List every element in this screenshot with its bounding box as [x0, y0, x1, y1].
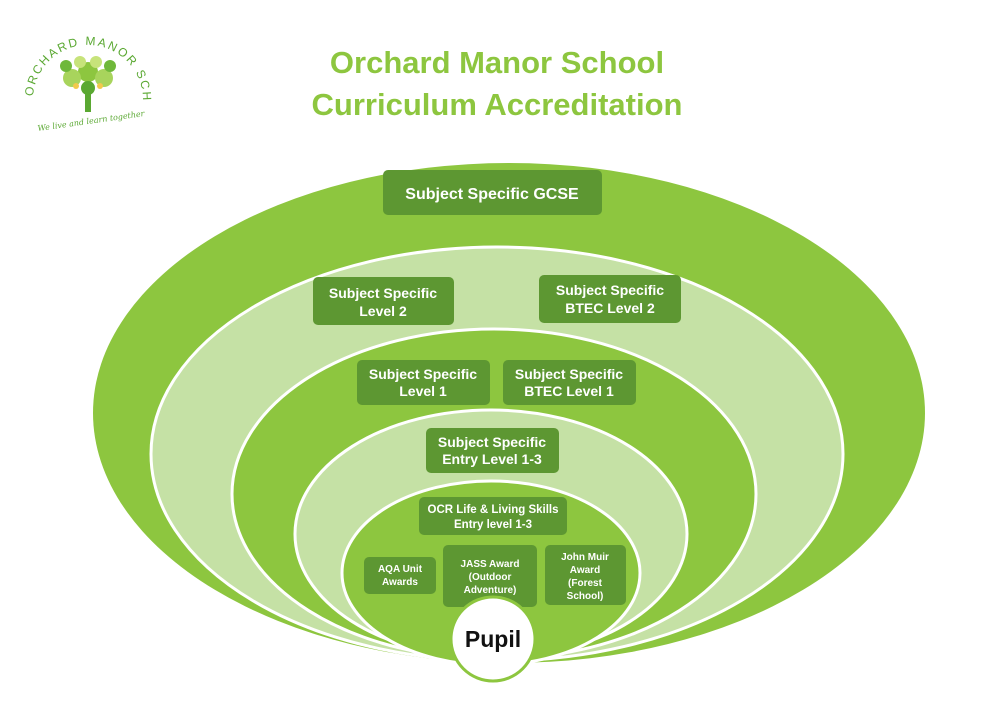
svg-text:Entry Level 1-3: Entry Level 1-3 — [442, 451, 542, 467]
svg-text:Entry level 1-3: Entry level 1-3 — [454, 519, 532, 531]
box-subject-level-1: Subject Specific Level 1 — [357, 360, 490, 405]
svg-text:JASS Award: JASS Award — [461, 559, 520, 570]
svg-text:OCR Life & Living Skills: OCR Life & Living Skills — [428, 504, 559, 516]
pupil-circle: Pupil — [449, 595, 537, 683]
svg-text:Awards: Awards — [382, 577, 418, 588]
svg-text:(Forest: (Forest — [568, 578, 603, 589]
box-jass-award: JASS Award (Outdoor Adventure) — [443, 545, 537, 607]
box-aqa-unit-awards: AQA Unit Awards — [364, 557, 436, 594]
box-ocr-life-skills: OCR Life & Living Skills Entry level 1-3 — [419, 497, 567, 535]
box-entry-level: Subject Specific Entry Level 1-3 — [426, 428, 559, 473]
box-subject-gcse: Subject Specific GCSE — [383, 170, 602, 215]
title-line-1: Orchard Manor School — [330, 45, 664, 80]
svg-text:Subject Specific: Subject Specific — [329, 285, 437, 301]
svg-text:Subject Specific: Subject Specific — [438, 434, 546, 450]
svg-text:Subject Specific: Subject Specific — [515, 366, 623, 382]
svg-text:Level 2: Level 2 — [359, 303, 407, 319]
svg-text:Award: Award — [570, 565, 600, 576]
box-subject-level-2: Subject Specific Level 2 — [313, 277, 454, 325]
svg-text:Level 1: Level 1 — [399, 383, 447, 399]
title-line-2: Curriculum Accreditation — [312, 87, 683, 122]
svg-text:BTEC Level 2: BTEC Level 2 — [565, 300, 655, 316]
tree-icon — [60, 56, 116, 112]
svg-text:AQA Unit: AQA Unit — [378, 564, 423, 575]
svg-text:John Muir: John Muir — [561, 552, 609, 563]
svg-text:Adventure): Adventure) — [464, 585, 517, 596]
svg-text:School): School) — [567, 591, 604, 602]
svg-text:Subject Specific: Subject Specific — [556, 282, 664, 298]
svg-text:(Outdoor: (Outdoor — [469, 572, 512, 583]
school-logo: ORCHARD MANOR SCHOOL We live and learn t… — [0, 0, 152, 133]
svg-text:Subject Specific: Subject Specific — [369, 366, 477, 382]
box-btec-level-1: Subject Specific BTEC Level 1 — [503, 360, 636, 405]
pupil-label: Pupil — [465, 626, 521, 652]
svg-text:BTEC Level 1: BTEC Level 1 — [524, 383, 614, 399]
box-btec-level-2: Subject Specific BTEC Level 2 — [539, 275, 681, 323]
svg-text:Subject Specific GCSE: Subject Specific GCSE — [405, 186, 579, 203]
logo-motto: We live and learn together — [37, 109, 146, 133]
box-john-muir-award: John Muir Award (Forest School) — [545, 545, 626, 605]
